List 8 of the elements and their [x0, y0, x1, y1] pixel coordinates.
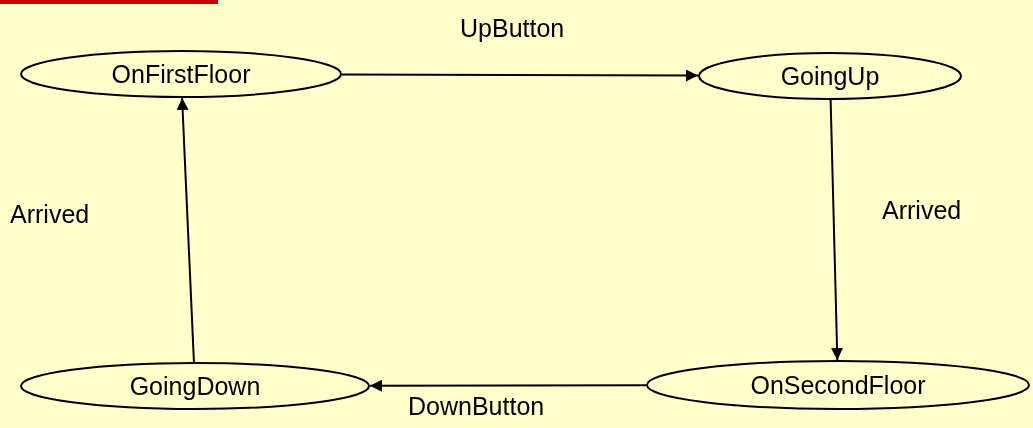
transition-arrow: [176, 97, 195, 363]
state-name: GoingUp: [780, 61, 880, 91]
transition-arrow: [829, 99, 844, 361]
state-name: OnFirstFloor: [111, 59, 251, 89]
transition-arrow: [340, 69, 699, 82]
state-name: GoingDown: [129, 371, 261, 401]
state-name: OnSecondFloor: [750, 370, 926, 400]
transition-arrow: [369, 379, 647, 392]
